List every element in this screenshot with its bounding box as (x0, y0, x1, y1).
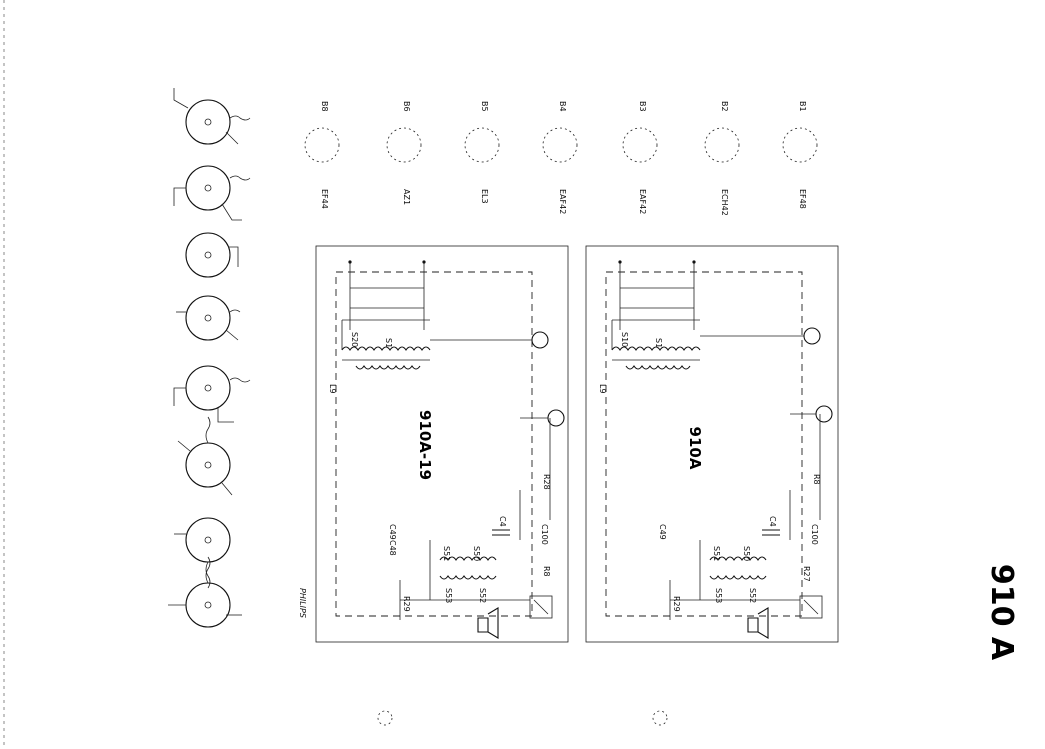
component-label: S1 (384, 338, 393, 348)
socket-diagram (185, 232, 239, 278)
tube-pinout-b4: B4 EAF42 (542, 101, 578, 214)
socket-diagram (173, 165, 251, 221)
component-label: C100 (540, 524, 549, 545)
socket-diagram (174, 517, 231, 589)
tube-type: EF44 (320, 189, 329, 209)
schematic-model-label: 910A (686, 427, 704, 470)
tube-ref: B1 (798, 101, 807, 112)
component-label: R8 (542, 566, 551, 577)
tube-ref: B6 (402, 101, 411, 112)
component-label: R8 (812, 474, 821, 485)
component-label: R29 (672, 596, 681, 612)
component-label: R29 (402, 596, 411, 612)
socket-diagram (177, 416, 233, 496)
component-label: C4 (498, 516, 507, 527)
component-label: C49 (388, 524, 397, 540)
component-label: S50 (472, 546, 481, 561)
tube-pinout-b2: B2 ECH42 (704, 101, 740, 216)
socket-diagram (173, 365, 251, 423)
tube-pinouts: B8 EF44 B6 AZ1 B5 EL3 B4 EAF42 B3 EAF42 … (304, 101, 818, 216)
schematic-910a-19: 910A-19 S1 S20 L9 S51 S50 S53 S52 C49 C4… (298, 245, 569, 643)
punch-hole (377, 710, 393, 726)
component-label: S10 (620, 332, 629, 347)
component-label: S52 (478, 588, 487, 603)
schematic-frame (315, 245, 569, 643)
component-label: S51 (442, 546, 451, 561)
page-title: 910 A (984, 564, 1019, 661)
component-label: C48 (388, 540, 397, 556)
tube-type: AZ1 (402, 189, 411, 205)
tube-pinout-b8: B8 EF44 (304, 101, 340, 209)
component-label: S1 (654, 338, 663, 348)
component-label: S20 (350, 332, 359, 347)
component-label: L9 (328, 384, 337, 394)
tube-ref: B4 (558, 101, 567, 112)
tube-type: ECH42 (720, 189, 729, 216)
socket-diagram (173, 88, 251, 145)
punch-hole (652, 710, 668, 726)
component-label: S52 (748, 588, 757, 603)
tube-type: EAF42 (558, 189, 567, 214)
tube-pinout-b1: B1 EF48 (782, 101, 818, 209)
tube-pinout-b5: B5 EL3 (464, 101, 500, 204)
schematic-model-label: 910A-19 (416, 410, 434, 480)
tube-pinout-b3: B3 EAF42 (622, 101, 658, 214)
component-label: C49 (658, 524, 667, 540)
chassis-outline (335, 271, 533, 617)
tube-type: EAF42 (638, 189, 647, 214)
tube-ref: B2 (720, 101, 729, 112)
socket-diagram (168, 556, 242, 628)
socket-diagram-column (168, 88, 251, 628)
component-label: C100 (810, 524, 819, 545)
socket-diagram (176, 295, 241, 341)
vendor-mark: PHILIPS (298, 588, 307, 618)
schematic-frame (585, 245, 839, 643)
tube-ref: B5 (480, 101, 489, 112)
tube-ref: B8 (320, 101, 329, 112)
tube-ref: B3 (638, 101, 647, 112)
component-label: S50 (742, 546, 751, 561)
schematic-910a: 910A S1 S10 L9 S51 S50 S53 S52 C49 R29 R… (585, 245, 839, 643)
tube-type: EF48 (798, 189, 807, 209)
component-label: R27 (802, 566, 811, 582)
component-label: L9 (598, 384, 607, 394)
component-label: R28 (542, 474, 551, 490)
tube-pinout-b6: B6 AZ1 (386, 101, 422, 205)
component-label: S53 (714, 588, 723, 603)
tube-type: EL3 (480, 189, 489, 204)
component-label: C4 (768, 516, 777, 527)
component-label: S53 (444, 588, 453, 603)
chassis-outline (605, 271, 803, 617)
component-label: S51 (712, 546, 721, 561)
